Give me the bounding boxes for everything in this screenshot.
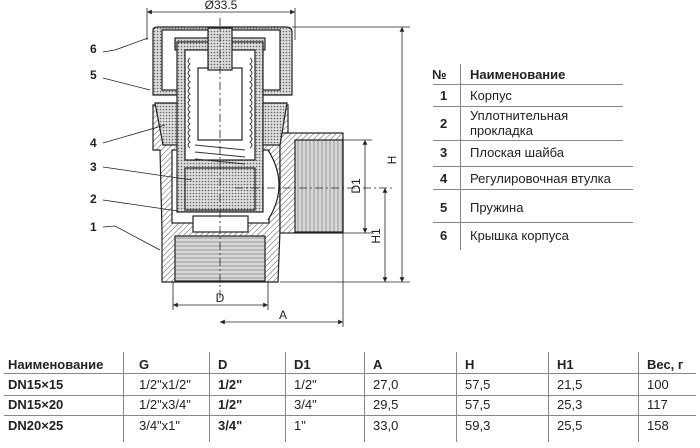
row-divider <box>4 415 696 416</box>
column-divider <box>638 352 639 442</box>
specs-cell: 3/4" <box>294 397 317 412</box>
column-divider <box>364 352 365 442</box>
callout-4: 4 <box>90 136 97 150</box>
specs-cell: 3/4" <box>218 418 243 433</box>
column-divider <box>123 352 124 442</box>
specs-header: D1 <box>294 357 311 372</box>
callout-2: 2 <box>90 192 97 206</box>
column-divider <box>209 352 210 442</box>
column-divider <box>548 352 549 442</box>
specs-header: A <box>373 357 383 372</box>
part-num: 6 <box>440 228 448 243</box>
specs-cell: 27,0 <box>373 377 399 392</box>
row-divider <box>4 373 696 374</box>
dim-H: H <box>385 156 399 165</box>
specs-cell: 1" <box>294 418 306 433</box>
specs-row-name: DN15×20 <box>8 397 64 412</box>
part-name: Плоская шайба <box>470 145 564 160</box>
specs-header: H1 <box>557 357 574 372</box>
specs-cell: 57,5 <box>465 377 491 392</box>
specs-header: Наименование <box>8 357 104 372</box>
part-name: Пружина <box>470 200 524 215</box>
specs-header: D <box>218 357 228 372</box>
part-name: Уплотнительная прокладка <box>470 108 569 138</box>
specs-row-name: DN20×25 <box>8 418 64 433</box>
part-name: Регулировочная втулка <box>470 171 611 186</box>
specs-cell: 1/2" <box>294 377 317 392</box>
dim-D1: D1 <box>349 178 363 194</box>
specs-header: H <box>465 357 475 372</box>
specs-header: Вес, г <box>647 357 684 372</box>
parts-header-name: Наименование <box>470 67 566 82</box>
dim-diameter: Ø33.5 <box>205 0 238 12</box>
specs-cell: 117 <box>647 397 668 412</box>
dim-D: D <box>216 291 225 305</box>
specs-cell: 33,0 <box>373 418 399 433</box>
specs-cell: 1/2" <box>218 377 243 392</box>
specs-cell: 3/4"x1" <box>139 418 181 433</box>
specs-header: G <box>139 357 150 372</box>
callout-1: 1 <box>90 220 97 234</box>
column-divider <box>285 352 286 442</box>
row-divider <box>4 395 696 396</box>
callout-3: 3 <box>90 160 97 174</box>
parts-header-num: № <box>432 67 447 82</box>
specs-cell: 25,5 <box>557 418 583 433</box>
specs-cell: 57,5 <box>465 397 491 412</box>
specs-cell: 29,5 <box>373 397 399 412</box>
specs-cell: 59,3 <box>465 418 491 433</box>
specs-cell: 1/2" <box>218 397 243 412</box>
callout-5: 5 <box>90 68 97 82</box>
specs-cell: 158 <box>647 418 669 433</box>
specs-cell: 25,3 <box>557 397 583 412</box>
part-num: 5 <box>440 200 448 215</box>
part-num: 4 <box>440 171 448 186</box>
specs-cell: 100 <box>647 377 669 392</box>
part-num: 1 <box>440 88 448 103</box>
callout-6: 6 <box>90 42 97 56</box>
specs-cell: 1/2"x3/4" <box>139 397 191 412</box>
valve-cross-section-drawing: Ø33.5 H D1 H1 D A 1 2 3 4 5 6 <box>90 0 410 327</box>
spring <box>187 57 253 165</box>
dim-A: A <box>279 308 287 322</box>
specs-cell: 1/2"x1/2" <box>139 377 191 392</box>
column-divider <box>456 352 457 442</box>
part-name: Крышка корпуса <box>470 228 569 243</box>
part-num: 2 <box>440 116 448 131</box>
specs-cell: 21,5 <box>557 377 583 392</box>
part-name: Корпус <box>470 88 512 103</box>
dim-H1: H1 <box>369 228 383 244</box>
specs-row-name: DN15×15 <box>8 377 64 392</box>
part-num: 3 <box>440 145 448 160</box>
